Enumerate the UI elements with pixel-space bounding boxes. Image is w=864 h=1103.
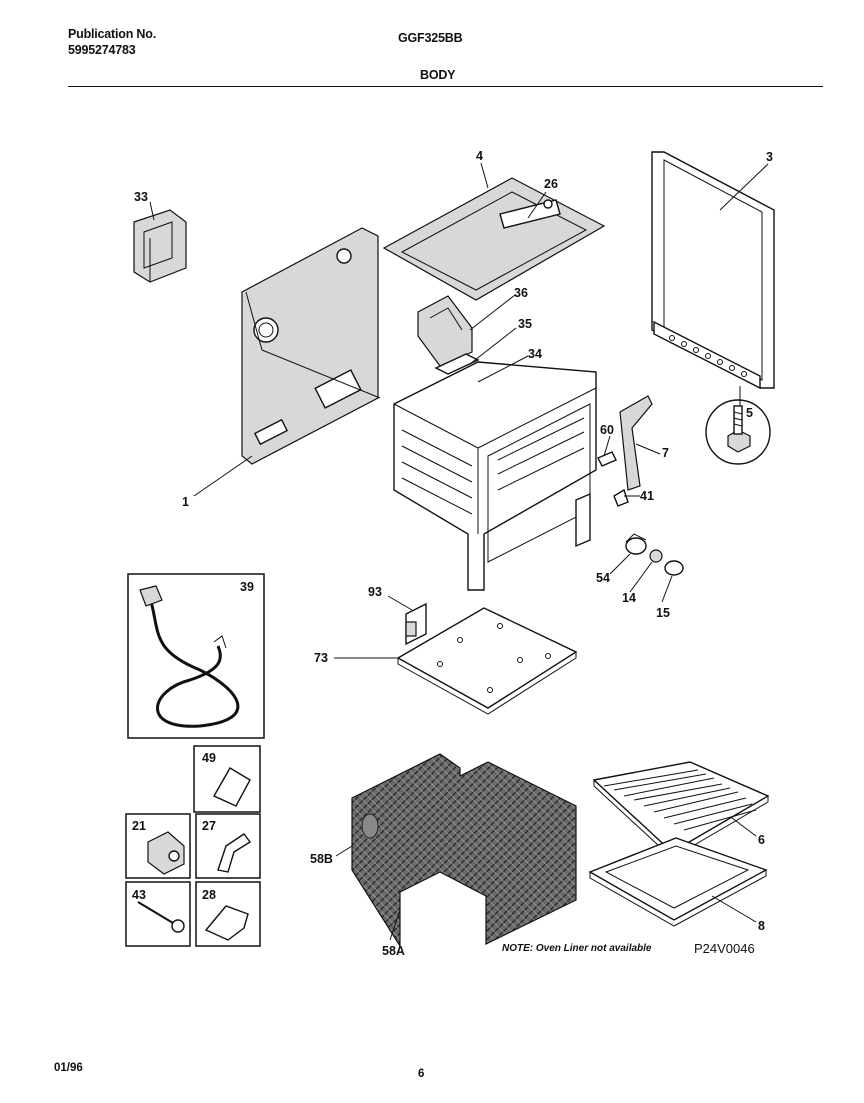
callout-15: 15 (656, 606, 670, 620)
part-35-gasket (434, 353, 480, 375)
part-49-box (193, 745, 261, 813)
callout-39: 39 (240, 580, 254, 594)
callout-5: 5 (746, 406, 753, 420)
callout-28: 28 (202, 888, 216, 902)
publication-label: Publication No. (68, 27, 156, 41)
callout-73: 73 (314, 651, 328, 665)
part-3-side-panel (651, 151, 775, 390)
section-title: BODY (420, 68, 456, 82)
part-28-box (195, 881, 261, 947)
part-6-oven-rack (592, 761, 770, 859)
callout-54: 54 (596, 571, 610, 585)
part-7-handle (619, 395, 653, 491)
model-number: GGF325BB (398, 31, 463, 45)
callout-27: 27 (202, 819, 216, 833)
header-rule (68, 86, 823, 87)
side-panel-holes (669, 335, 747, 377)
callout-21: 21 (132, 819, 146, 833)
part-36-air-duct (417, 295, 473, 367)
part-33-bracket (133, 209, 187, 283)
callout-93: 93 (368, 585, 382, 599)
callout-34: 34 (528, 347, 542, 361)
footer-date: 01/96 (54, 1062, 83, 1074)
part-73-bottom-plate (396, 607, 578, 715)
part-21-box (125, 813, 191, 879)
part-54-lamp-socket (625, 533, 647, 555)
part-5-leveling-leg (705, 399, 771, 465)
callout-26: 26 (544, 177, 558, 191)
part-1-back-panel (241, 227, 381, 465)
callout-58a: 58A (382, 944, 405, 958)
oven-body-cabinet (393, 361, 597, 591)
part-15-lamp-bulb (664, 560, 684, 576)
callout-3: 3 (766, 150, 773, 164)
oven-liner-note: NOTE: Oven Liner not available (502, 943, 652, 954)
callout-60: 60 (600, 423, 614, 437)
part-93-bracket (405, 602, 427, 646)
callout-43: 43 (132, 888, 146, 902)
callout-6: 6 (758, 833, 765, 847)
callout-49: 49 (202, 751, 216, 765)
callout-58b: 58B (310, 852, 333, 866)
drawing-code: P24V0046 (694, 941, 755, 956)
callout-14: 14 (622, 591, 636, 605)
publication-number: 5995274783 (68, 43, 136, 57)
leader-lines (149, 162, 769, 941)
part-8-broiler-pan (588, 837, 768, 927)
callout-35: 35 (518, 317, 532, 331)
callout-4: 4 (476, 149, 483, 163)
part-41-hinge (613, 488, 629, 507)
part-27-box (195, 813, 261, 879)
callout-7: 7 (662, 446, 669, 460)
part-60-clip (597, 451, 617, 467)
part-39-power-cord-box (127, 573, 265, 739)
footer-page-number: 6 (418, 1068, 425, 1080)
callout-36: 36 (514, 286, 528, 300)
part-4-top-panel (382, 177, 606, 301)
callout-1: 1 (182, 495, 189, 509)
callout-8: 8 (758, 919, 765, 933)
part-58-insulation (351, 753, 577, 949)
part-43-box (125, 881, 191, 947)
callout-33: 33 (134, 190, 148, 204)
part-14-lamp-ring (649, 549, 663, 563)
callout-41: 41 (640, 489, 654, 503)
